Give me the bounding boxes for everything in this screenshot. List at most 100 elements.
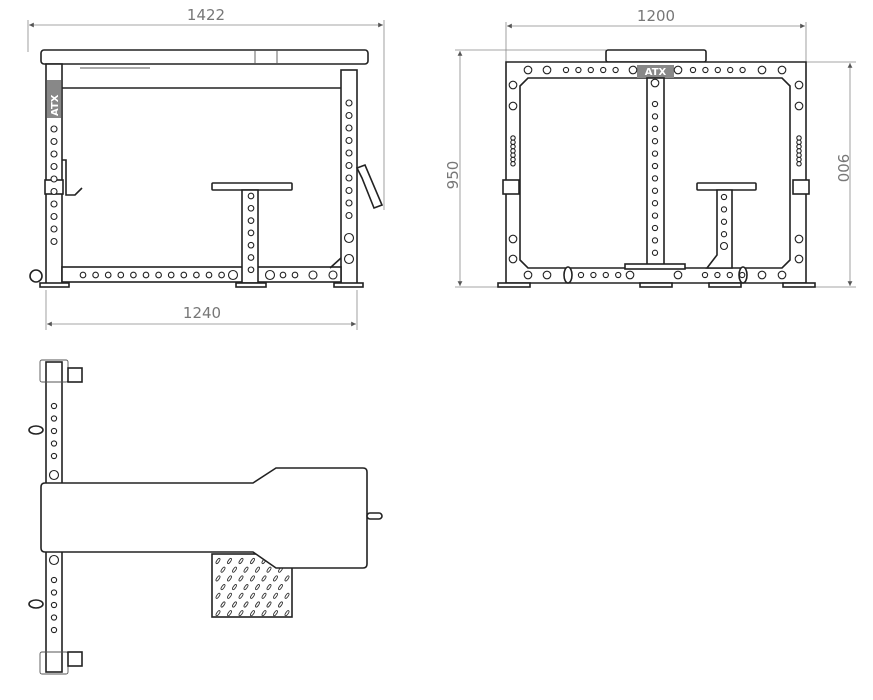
dimension-950: 950: [444, 49, 606, 288]
bolt-hole: [757, 65, 767, 75]
bolt-hole: [651, 162, 659, 170]
bolt-hole: [50, 200, 58, 208]
diamond-tread-mark: [232, 584, 237, 591]
dimension-1422: 1422: [27, 6, 385, 210]
bolt-hole: [50, 440, 58, 447]
bolt-hole: [50, 601, 58, 609]
bolt-hole: [651, 187, 659, 194]
bolt-hole: [510, 152, 516, 158]
bolt-hole: [345, 136, 353, 145]
bolt-hole: [673, 65, 683, 75]
wheel: [563, 266, 573, 284]
diamond-tread-mark: [243, 601, 249, 608]
bolt-hole: [227, 269, 239, 281]
bolt-hole: [50, 427, 58, 435]
wheel: [28, 599, 44, 609]
bolt-hole: [345, 99, 353, 107]
bolt-hole: [50, 137, 58, 146]
bolt-hole: [50, 162, 58, 171]
bolt-hole: [50, 614, 58, 621]
bolt-hole: [343, 253, 355, 265]
bolt-hole: [345, 186, 353, 195]
bolt-hole: [247, 204, 255, 212]
bolt-hole: [796, 161, 802, 167]
bolt-hole: [247, 266, 255, 274]
top-view: [28, 359, 383, 675]
diamond-tread-mark: [232, 601, 237, 608]
foot: [235, 282, 267, 288]
bolt-hole: [247, 254, 255, 261]
bench-pad: [605, 49, 707, 63]
diamond-tread-mark: [227, 610, 232, 617]
bolt-hole: [523, 65, 533, 75]
bolt-hole: [794, 101, 804, 111]
diamond-tread-mark: [227, 575, 232, 582]
foot: [782, 282, 816, 288]
bolt-hole: [508, 80, 518, 90]
bolt-hole: [50, 626, 58, 634]
bolt-hole: [345, 124, 353, 132]
diamond-tread-mark: [255, 601, 260, 608]
bolt-hole: [796, 156, 802, 163]
foot-bracket: [67, 651, 83, 667]
bolt-hole: [79, 271, 87, 279]
bolt-hole: [328, 270, 338, 280]
diamond-tread-mark: [215, 592, 221, 599]
bolt-hole: [673, 270, 683, 280]
diamond-tread-mark: [273, 610, 278, 617]
bolt-hole: [155, 271, 162, 279]
bolt-hole: [794, 234, 804, 244]
pin: [366, 512, 383, 520]
diamond-tread-mark: [220, 601, 226, 608]
bolt-hole: [291, 271, 299, 279]
bolt-hole: [727, 66, 734, 74]
foot: [39, 282, 70, 288]
foot: [497, 282, 531, 288]
bolt-hole: [794, 254, 804, 264]
bolt-hole: [777, 65, 787, 75]
bolt-hole: [50, 212, 58, 221]
bolt-hole: [345, 199, 353, 207]
bolt-hole: [701, 271, 709, 279]
bottom-rail: [61, 266, 342, 283]
diamond-tread-mark: [215, 610, 221, 617]
bolt-hole: [247, 217, 255, 224]
diamond-tread-mark: [261, 592, 267, 599]
diamond-tread-mark: [284, 610, 290, 617]
bolt-hole: [510, 143, 516, 150]
bolt-hole: [714, 66, 721, 74]
bolt-hole: [50, 237, 58, 246]
bolt-hole: [130, 271, 137, 279]
bolt-hole: [757, 270, 767, 280]
diamond-tread-mark: [232, 566, 237, 573]
bench-pad: [40, 49, 369, 65]
bolt-hole: [345, 111, 353, 120]
front-view: 1200 950 900 ATX: [444, 7, 856, 288]
bolt-hole: [308, 270, 318, 280]
diamond-tread-mark: [220, 566, 226, 573]
bolt-hole: [651, 212, 659, 219]
bolt-hole: [739, 66, 746, 74]
dimension-label: 900: [834, 154, 852, 183]
bolt-hole: [50, 150, 58, 158]
atx-logo-plate: [47, 80, 61, 118]
bolt-hole: [714, 271, 721, 279]
diamond-tread-mark: [273, 575, 278, 582]
dimension-label: 1200: [637, 7, 675, 25]
bolt-hole: [794, 80, 804, 90]
diamond-tread-mark: [238, 575, 244, 582]
bolt-hole: [796, 139, 802, 146]
diamond-tread-mark: [250, 610, 255, 617]
foot: [639, 282, 673, 288]
bolt-hole: [590, 271, 597, 279]
bolt-hole: [247, 192, 255, 200]
bolt-hole: [796, 152, 802, 158]
bolt-hole: [345, 174, 353, 182]
bolt-hole: [48, 469, 60, 481]
bolt-hole: [651, 200, 659, 207]
bolt-hole: [651, 138, 659, 145]
diamond-tread-mark: [273, 592, 278, 599]
bolt-hole: [218, 271, 225, 279]
bolt-hole: [117, 271, 125, 279]
